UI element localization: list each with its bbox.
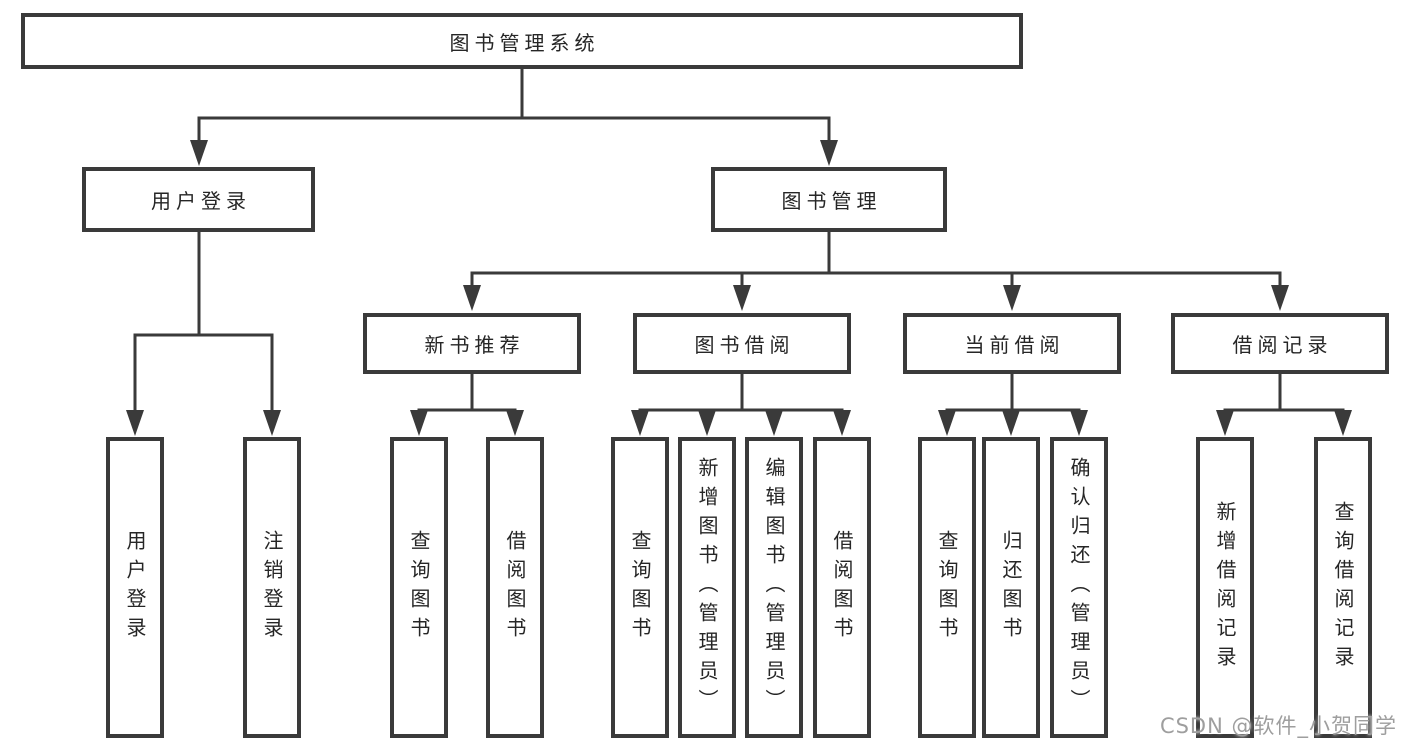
- leaf-label: 查询借阅记录: [1331, 500, 1355, 675]
- leaf-add-books-admin: 新增图书（管理员）: [678, 437, 736, 738]
- watermark: CSDN @软件_小贺同学: [1159, 714, 1397, 738]
- connector-userlogin-rail: [133, 333, 274, 412]
- leaf-label: 查询图书: [407, 529, 431, 646]
- node-book-borrow: 图书借阅: [633, 313, 851, 374]
- connector-level2-rail: [470, 271, 1282, 288]
- arrowhead: [765, 410, 783, 436]
- leaf-query-books-current: 查询图书: [918, 437, 976, 738]
- arrowhead: [1271, 285, 1289, 311]
- leaf-query-books-recommend: 查询图书: [390, 437, 448, 738]
- leaf-label: 确认归还（管理员）: [1067, 457, 1091, 718]
- leaf-return-books: 归还图书: [982, 437, 1040, 738]
- arrowhead: [410, 410, 428, 436]
- node-library-system: 图书管理系统: [21, 13, 1023, 69]
- leaf-query-books-borrow: 查询图书: [611, 437, 669, 738]
- leaf-label: 新增借阅记录: [1213, 500, 1237, 675]
- arrowhead: [190, 140, 208, 166]
- arrowhead: [463, 285, 481, 311]
- arrowhead: [1070, 410, 1088, 436]
- arrowhead: [820, 140, 838, 166]
- arrowhead: [1003, 285, 1021, 311]
- arrowhead: [938, 410, 956, 436]
- leaf-confirm-return-admin: 确认归还（管理员）: [1050, 437, 1108, 738]
- leaf-label: 归还图书: [999, 529, 1023, 646]
- arrowhead: [263, 410, 281, 436]
- leaf-logout-login: 注销登录: [243, 437, 301, 738]
- leaf-label: 借阅图书: [830, 529, 854, 646]
- leaf-edit-books-admin: 编辑图书（管理员）: [745, 437, 803, 738]
- leaf-label: 查询图书: [935, 529, 959, 646]
- arrowhead: [126, 410, 144, 436]
- leaf-borrow-books-recommend: 借阅图书: [486, 437, 544, 738]
- arrowhead: [506, 410, 524, 436]
- node-borrow-records: 借阅记录: [1171, 313, 1389, 374]
- node-new-book-recommend: 新书推荐: [363, 313, 581, 374]
- node-book-management: 图书管理: [711, 167, 947, 232]
- leaf-label: 编辑图书（管理员）: [762, 457, 786, 718]
- leaf-label: 新增图书（管理员）: [695, 457, 719, 718]
- arrowhead: [698, 410, 716, 436]
- node-user-login: 用户登录: [82, 167, 315, 232]
- arrowhead: [1002, 410, 1020, 436]
- arrowhead: [1334, 410, 1352, 436]
- leaf-label: 注销登录: [260, 529, 284, 646]
- arrowhead: [833, 410, 851, 436]
- connector-level1-rail: [197, 116, 831, 144]
- leaf-label: 查询图书: [628, 529, 652, 646]
- node-current-borrow: 当前借阅: [903, 313, 1121, 374]
- leaf-borrow-books-borrow: 借阅图书: [813, 437, 871, 738]
- leaf-label: 借阅图书: [503, 529, 527, 646]
- arrowhead: [631, 410, 649, 436]
- leaf-query-borrow-record: 查询借阅记录: [1314, 437, 1372, 738]
- arrowhead: [733, 285, 751, 311]
- leaf-user-login: 用户登录: [106, 437, 164, 738]
- leaf-add-borrow-record: 新增借阅记录: [1196, 437, 1254, 738]
- arrowhead: [1216, 410, 1234, 436]
- leaf-label: 用户登录: [123, 529, 147, 646]
